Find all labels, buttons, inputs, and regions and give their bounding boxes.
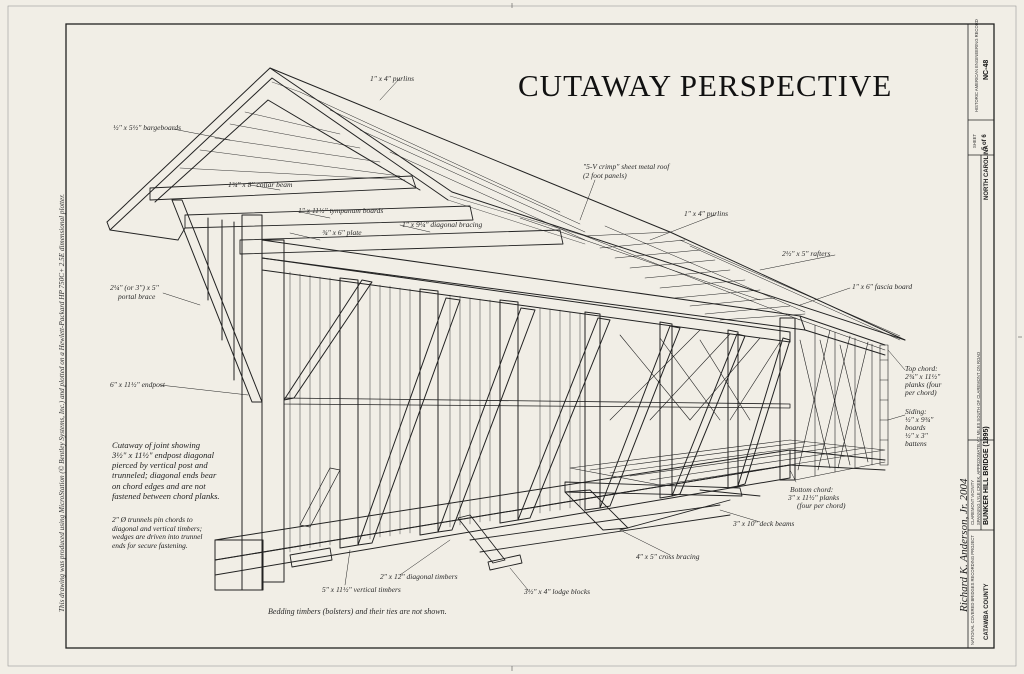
label-diagonal-timbers: 2" x 12" diagonal timbers: [380, 572, 458, 581]
tb-location-1: SPANNING LYLE CREEK, APPROXIMATELY 2 MIL…: [976, 351, 981, 525]
note-joint-line: on chord edges and are not: [112, 480, 206, 491]
label-bottom-chord-1: Bottom chord:: [790, 485, 834, 494]
label-deck-beams: 3" x 10" deck beams: [733, 519, 795, 528]
roof: [106, 67, 906, 341]
label-rafters: 2½" x 5" rafters: [782, 249, 831, 258]
label-lodge-blocks: 3½" x 4" lodge blocks: [524, 587, 591, 596]
tb-sheet-number: 5 of 6: [982, 134, 988, 150]
tb-program: NATIONAL COVERED BRIDGES RECORDING PROJE…: [970, 535, 975, 645]
label-siding-4: ½" x 3": [905, 431, 928, 440]
label-top-chord-1: Top chord:: [905, 364, 938, 373]
mid-rail: [283, 397, 791, 409]
note-trunnel-line: 2" Ø trunnels pin chords to: [112, 515, 193, 524]
note-trunnel-line: wedges are driven into trunnel: [112, 532, 203, 542]
label-endpost: 6" x 11½" endpost: [110, 380, 165, 389]
label-bottom-chord-3: (four per chord): [797, 501, 846, 510]
tb-location-2: CLAREMONT VICINITY: [970, 479, 975, 525]
gable-framing: [149, 111, 564, 255]
label-roof-1: "5-V crimp" sheet metal roof: [583, 162, 670, 171]
label-siding-5: battens: [905, 439, 927, 448]
label-diagonal-bracing: 1" x 9¼" diagonal bracing: [402, 220, 483, 229]
label-portal-1: 2¼" (or 3") x 5": [110, 283, 159, 292]
deck: [569, 439, 886, 486]
label-bottom-chord-2: 3" x 11½" planks: [788, 493, 840, 502]
note-joint-line: fastened between chord planks.: [112, 490, 220, 501]
label-fascia: 1" x 6" fascia board: [852, 282, 913, 291]
label-top-chord-4: per chord): [905, 388, 937, 397]
label-siding-1: Siding:: [905, 407, 927, 416]
note-trunnel-line: ends for secure fastening.: [112, 541, 188, 551]
tb-agency: HISTORIC AMERICAN ENGINEERING RECORD: [974, 19, 979, 112]
top-chord: [261, 239, 886, 356]
note-trunnel-line: diagonal and vertical timbers;: [112, 523, 203, 533]
tb-county: CATAWBA COUNTY: [984, 583, 990, 640]
vertical-timbers: [339, 277, 796, 549]
plotter-credit: This drawing was produced using MicroSta…: [58, 193, 66, 612]
title-block: [967, 24, 994, 648]
label-top-chord-3: planks (four: [905, 380, 942, 389]
inner-border: [65, 23, 995, 649]
label-plate: ¾" x 6" plate: [322, 228, 362, 237]
outer-border: [7, 5, 1017, 667]
tb-bridge-name: BUNKER HILL BRIDGE (1895): [983, 426, 990, 525]
label-tympanum: 1" x 11½" tympanum boards: [298, 206, 384, 215]
diagonal-timbers: [283, 279, 791, 546]
label-top-chord-2: 2¾" x 11½": [905, 372, 941, 381]
label-collar-beam: 1¾" x 8" collar beam: [228, 180, 293, 189]
label-portal-2: portal brace: [118, 292, 156, 301]
floor-system: [289, 481, 761, 571]
label-siding-3: boards: [905, 423, 926, 432]
far-wall: [609, 317, 889, 481]
roof-rafters: [519, 217, 806, 321]
note-joint-line: pierced by vertical post and: [112, 460, 208, 471]
note-joint-cutaway: Cutaway of joint showing 3½" x 11½" endp…: [112, 440, 220, 501]
delineator-signature: Richard K. Anderson, Jr. 2004: [958, 478, 970, 612]
label-purlins-top: 1" x 4" purlins: [370, 74, 415, 83]
note-joint-line: Cutaway of joint showing: [112, 440, 201, 450]
note-joint-line: trunneled; diagonal ends bear: [112, 470, 217, 481]
tb-sheet-label: SHEET: [972, 134, 977, 148]
label-bedding-note: Bedding timbers (bolsters) and their tie…: [268, 607, 447, 616]
label-siding-2: ½" x 9¾": [905, 415, 934, 424]
note-trunnels: 2" Ø trunnels pin chords to diagonal and…: [112, 515, 203, 551]
note-joint-line: 3½" x 11½" endpost diagonal: [112, 450, 215, 461]
label-roof-2: (2 foot panels): [583, 171, 627, 180]
label-purlins-mid: 1" x 4" purlins: [684, 209, 729, 218]
label-bargeboards: ½" x 5½" bargeboards: [113, 123, 182, 132]
tb-state: NORTH CAROLINA: [984, 145, 990, 200]
label-vertical-timbers: 5" x 11½" vertical timbers: [322, 585, 401, 594]
tb-code: NC-48: [983, 59, 990, 80]
drawing-title: CUTAWAY PERSPECTIVE: [518, 68, 893, 103]
leader-lines: [159, 77, 906, 591]
label-cross-bracing: 4" x 5" cross bracing: [636, 552, 700, 561]
siding: [289, 271, 581, 553]
